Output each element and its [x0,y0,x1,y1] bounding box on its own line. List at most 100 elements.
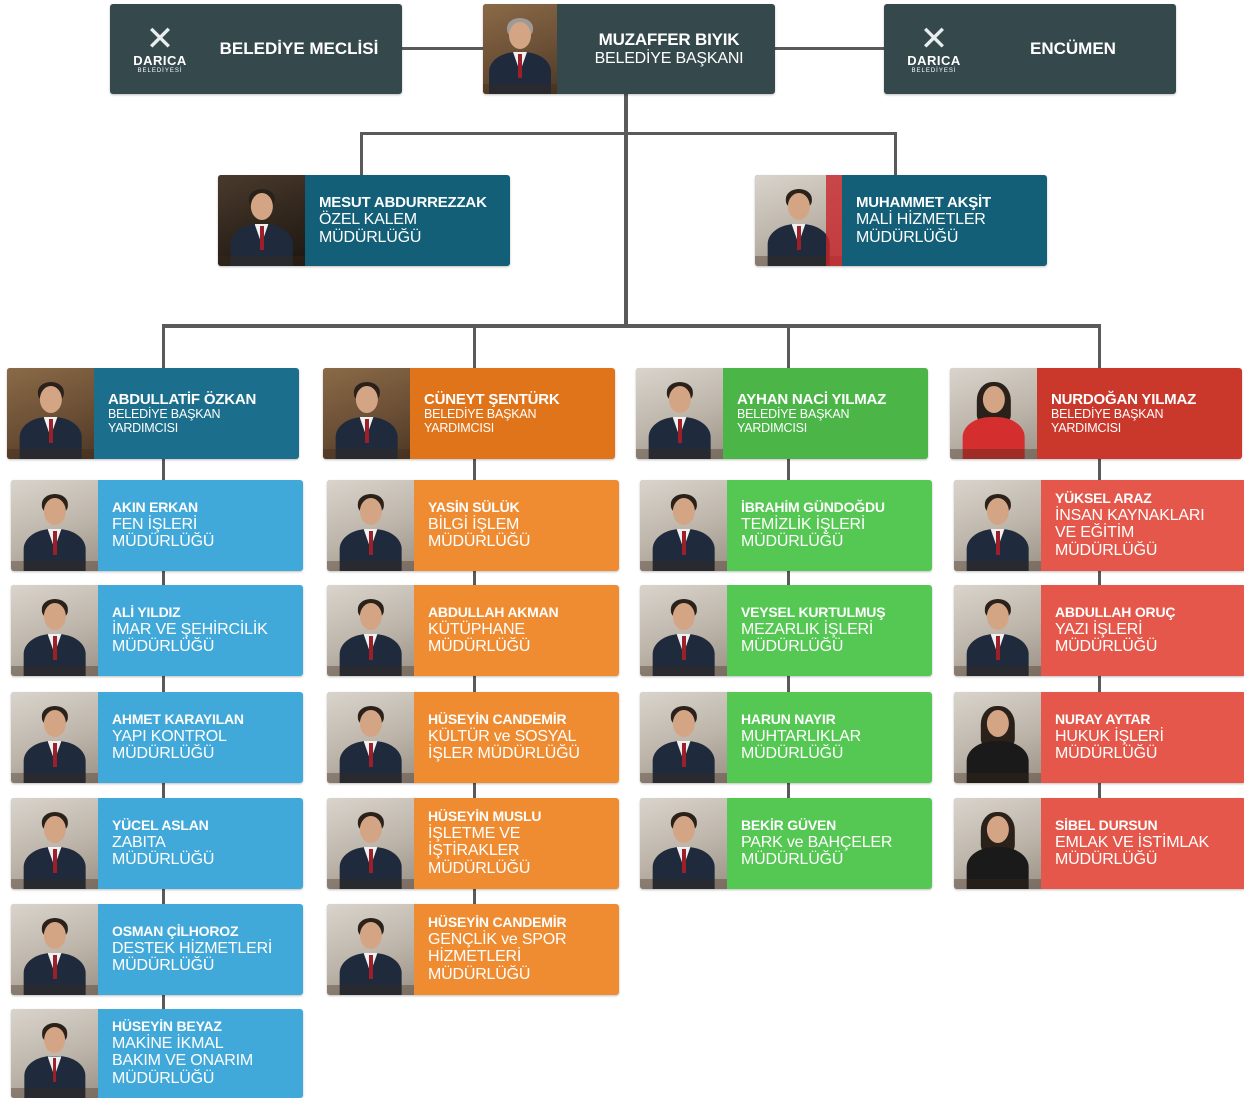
unit-title: MÜDÜRLÜĞÜ [741,638,844,656]
person-name: ABDULLAH ORUÇ [1055,604,1176,621]
portrait-photo [640,585,727,676]
person-name: YASİN SÜLÜK [428,499,520,516]
person-name: HARUN NAYIR [741,711,836,728]
unit-title: MÜDÜRLÜĞÜ [741,533,844,551]
unit-title: MÜDÜRLÜĞÜ [741,851,844,869]
person-name: MUZAFFER BIYIK [598,29,740,49]
unit-title: MAKİNE İKMAL [112,1034,224,1052]
unit-title: ZABITA [112,833,166,851]
person-name: YÜKSEL ARAZ [1055,490,1152,507]
portrait-photo [954,692,1041,783]
portrait-photo [640,480,727,571]
unit-title: BELEDİYE BAŞKAN YARDIMCISI [424,407,537,435]
unit-title: İMAR VE ŞEHİRCİLİK [112,620,268,638]
unit-title: BİLGİ İŞLEM [428,515,520,533]
body-label: BELEDİYE MECLİSİ [219,39,379,58]
unit-title: MEZARLIK İŞLERİ [741,620,874,638]
unit-title: HİZMETLERİ MÜDÜRLÜĞÜ [428,948,531,983]
person-name: ABDULLAH AKMAN [428,604,559,621]
unit-title: BELEDİYE BAŞKAN YARDIMCISI [1051,407,1164,435]
unit-title: MÜDÜRLÜĞÜ [428,859,531,877]
portrait-photo [327,585,414,676]
portrait-photo [954,585,1041,676]
person-name: OSMAN ÇİLHOROZ [112,923,239,940]
portrait-photo [11,1009,98,1098]
connector-line [473,324,476,369]
portrait-photo [636,368,723,459]
portrait-photo [954,480,1041,571]
connector-line [894,132,897,176]
portrait-photo [950,368,1037,459]
person-name: AKIN ERKAN [112,499,198,516]
unit-title: İNSAN KAYNAKLARI [1055,506,1205,524]
person-name: CÜNEYT ŞENTÜRK [424,390,560,408]
portrait-photo [327,692,414,783]
unit-title: EMLAK VE İSTİMLAK [1055,833,1209,851]
unit-title: MÜDÜRLÜĞÜ [1055,745,1158,763]
logo-subtext: BELEDİYESİ [911,67,957,74]
unit-title: PARK ve BAHÇELER [741,833,893,851]
portrait-photo [7,368,94,459]
unit-title: MÜDÜRLÜĞÜ [112,1069,215,1087]
connector-line [360,132,363,176]
unit-title: MÜDÜRLÜĞÜ [856,228,959,246]
connector-line [162,324,1100,328]
person-name: AYHAN NACİ YILMAZ [737,390,887,408]
person-name: ALİ YILDIZ [112,604,181,621]
logo-text: DARICA [907,52,961,68]
unit-title: BELEDİYE BAŞKAN YARDIMCISI [737,407,850,435]
unit-title: DESTEK HİZMETLERİ [112,939,273,957]
portrait-photo [954,798,1041,889]
unit-title: BELEDİYE BAŞKANI [594,49,744,67]
connector-line [1098,324,1101,369]
unit-title: VE EĞİTİM MÜDÜRLÜĞÜ [1055,524,1158,559]
unit-title: MÜDÜRLÜĞÜ [112,957,215,975]
unit-title: MÜDÜRLÜĞÜ [112,745,215,763]
logo-subtext: BELEDİYESİ [137,67,183,74]
portrait-photo [327,480,414,571]
unit-title: MÜDÜRLÜĞÜ [741,745,844,763]
